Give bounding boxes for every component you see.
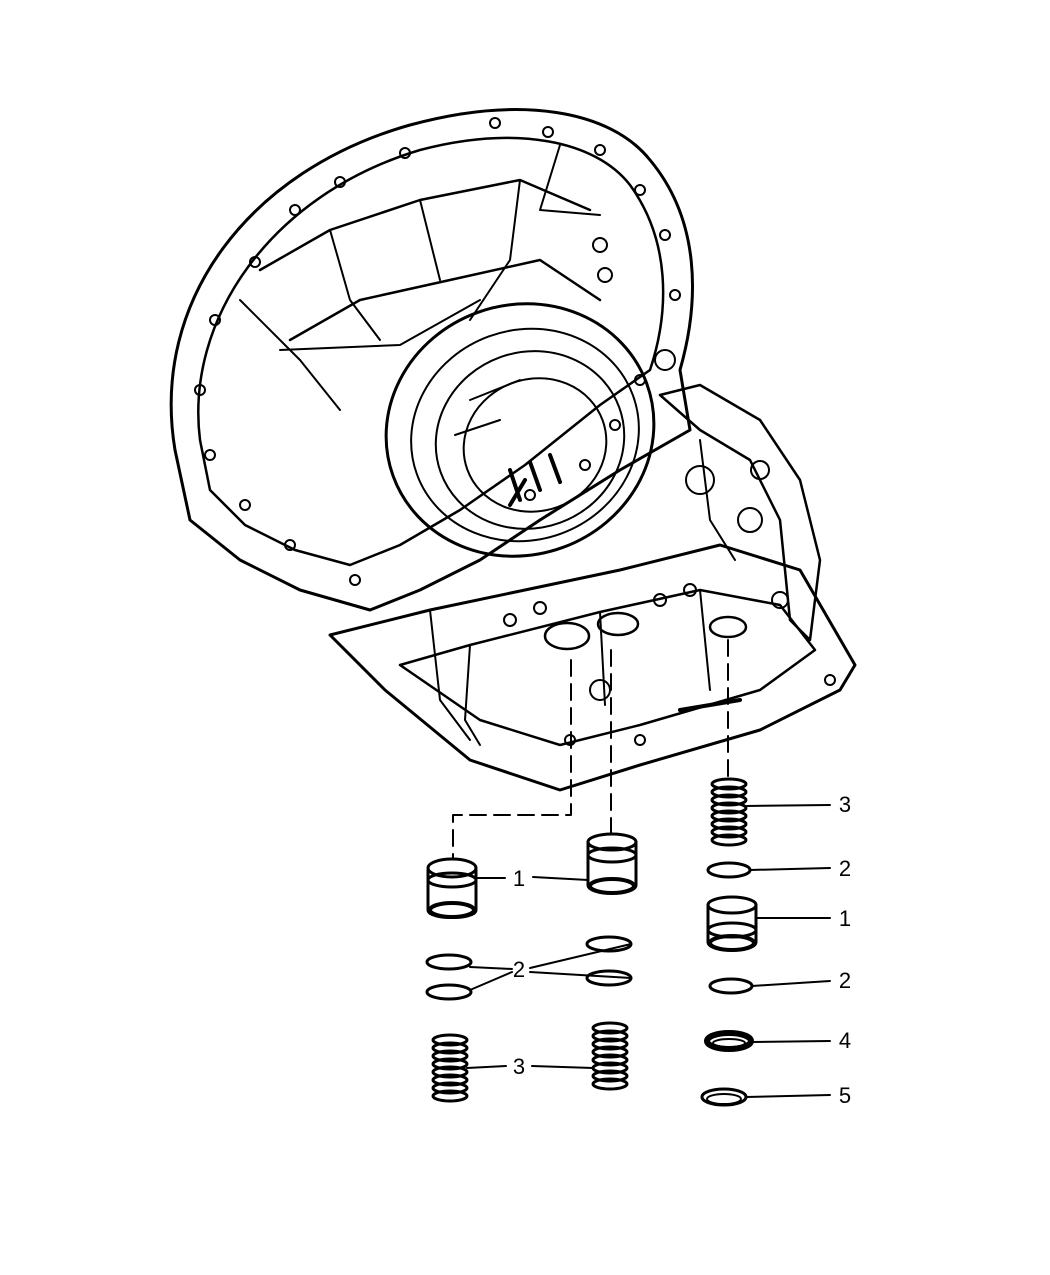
callout-2-right-top: 2 bbox=[838, 856, 852, 881]
callout-4: 4 bbox=[838, 1028, 852, 1053]
callout-1-right: 1 bbox=[838, 906, 852, 931]
piston-middle bbox=[586, 832, 638, 895]
torque-converter bbox=[384, 302, 656, 558]
valve-body bbox=[328, 349, 857, 792]
seal-right-bottom bbox=[708, 977, 754, 995]
callout-2-middle: 2 bbox=[512, 957, 526, 982]
seal-left-bottom bbox=[425, 983, 473, 1001]
callout-leaders bbox=[466, 804, 831, 1098]
transmission-case bbox=[169, 108, 857, 792]
callout-3-right: 3 bbox=[838, 792, 852, 817]
spring-right bbox=[710, 777, 748, 847]
spring-middle bbox=[591, 1021, 629, 1091]
callout-3-left: 3 bbox=[512, 1054, 526, 1079]
seal-left-top bbox=[425, 953, 473, 971]
seal-right-top bbox=[706, 861, 752, 879]
callout-1-left: 1 bbox=[512, 866, 526, 891]
snap-ring-right bbox=[700, 1087, 748, 1107]
retainer-right bbox=[704, 1030, 754, 1052]
spring-left bbox=[431, 1033, 469, 1103]
callout-5: 5 bbox=[838, 1083, 852, 1108]
callout-2-right-bottom: 2 bbox=[838, 968, 852, 993]
dashed-leaders bbox=[452, 639, 729, 863]
piston-left bbox=[426, 857, 478, 919]
piston-right bbox=[706, 895, 758, 952]
